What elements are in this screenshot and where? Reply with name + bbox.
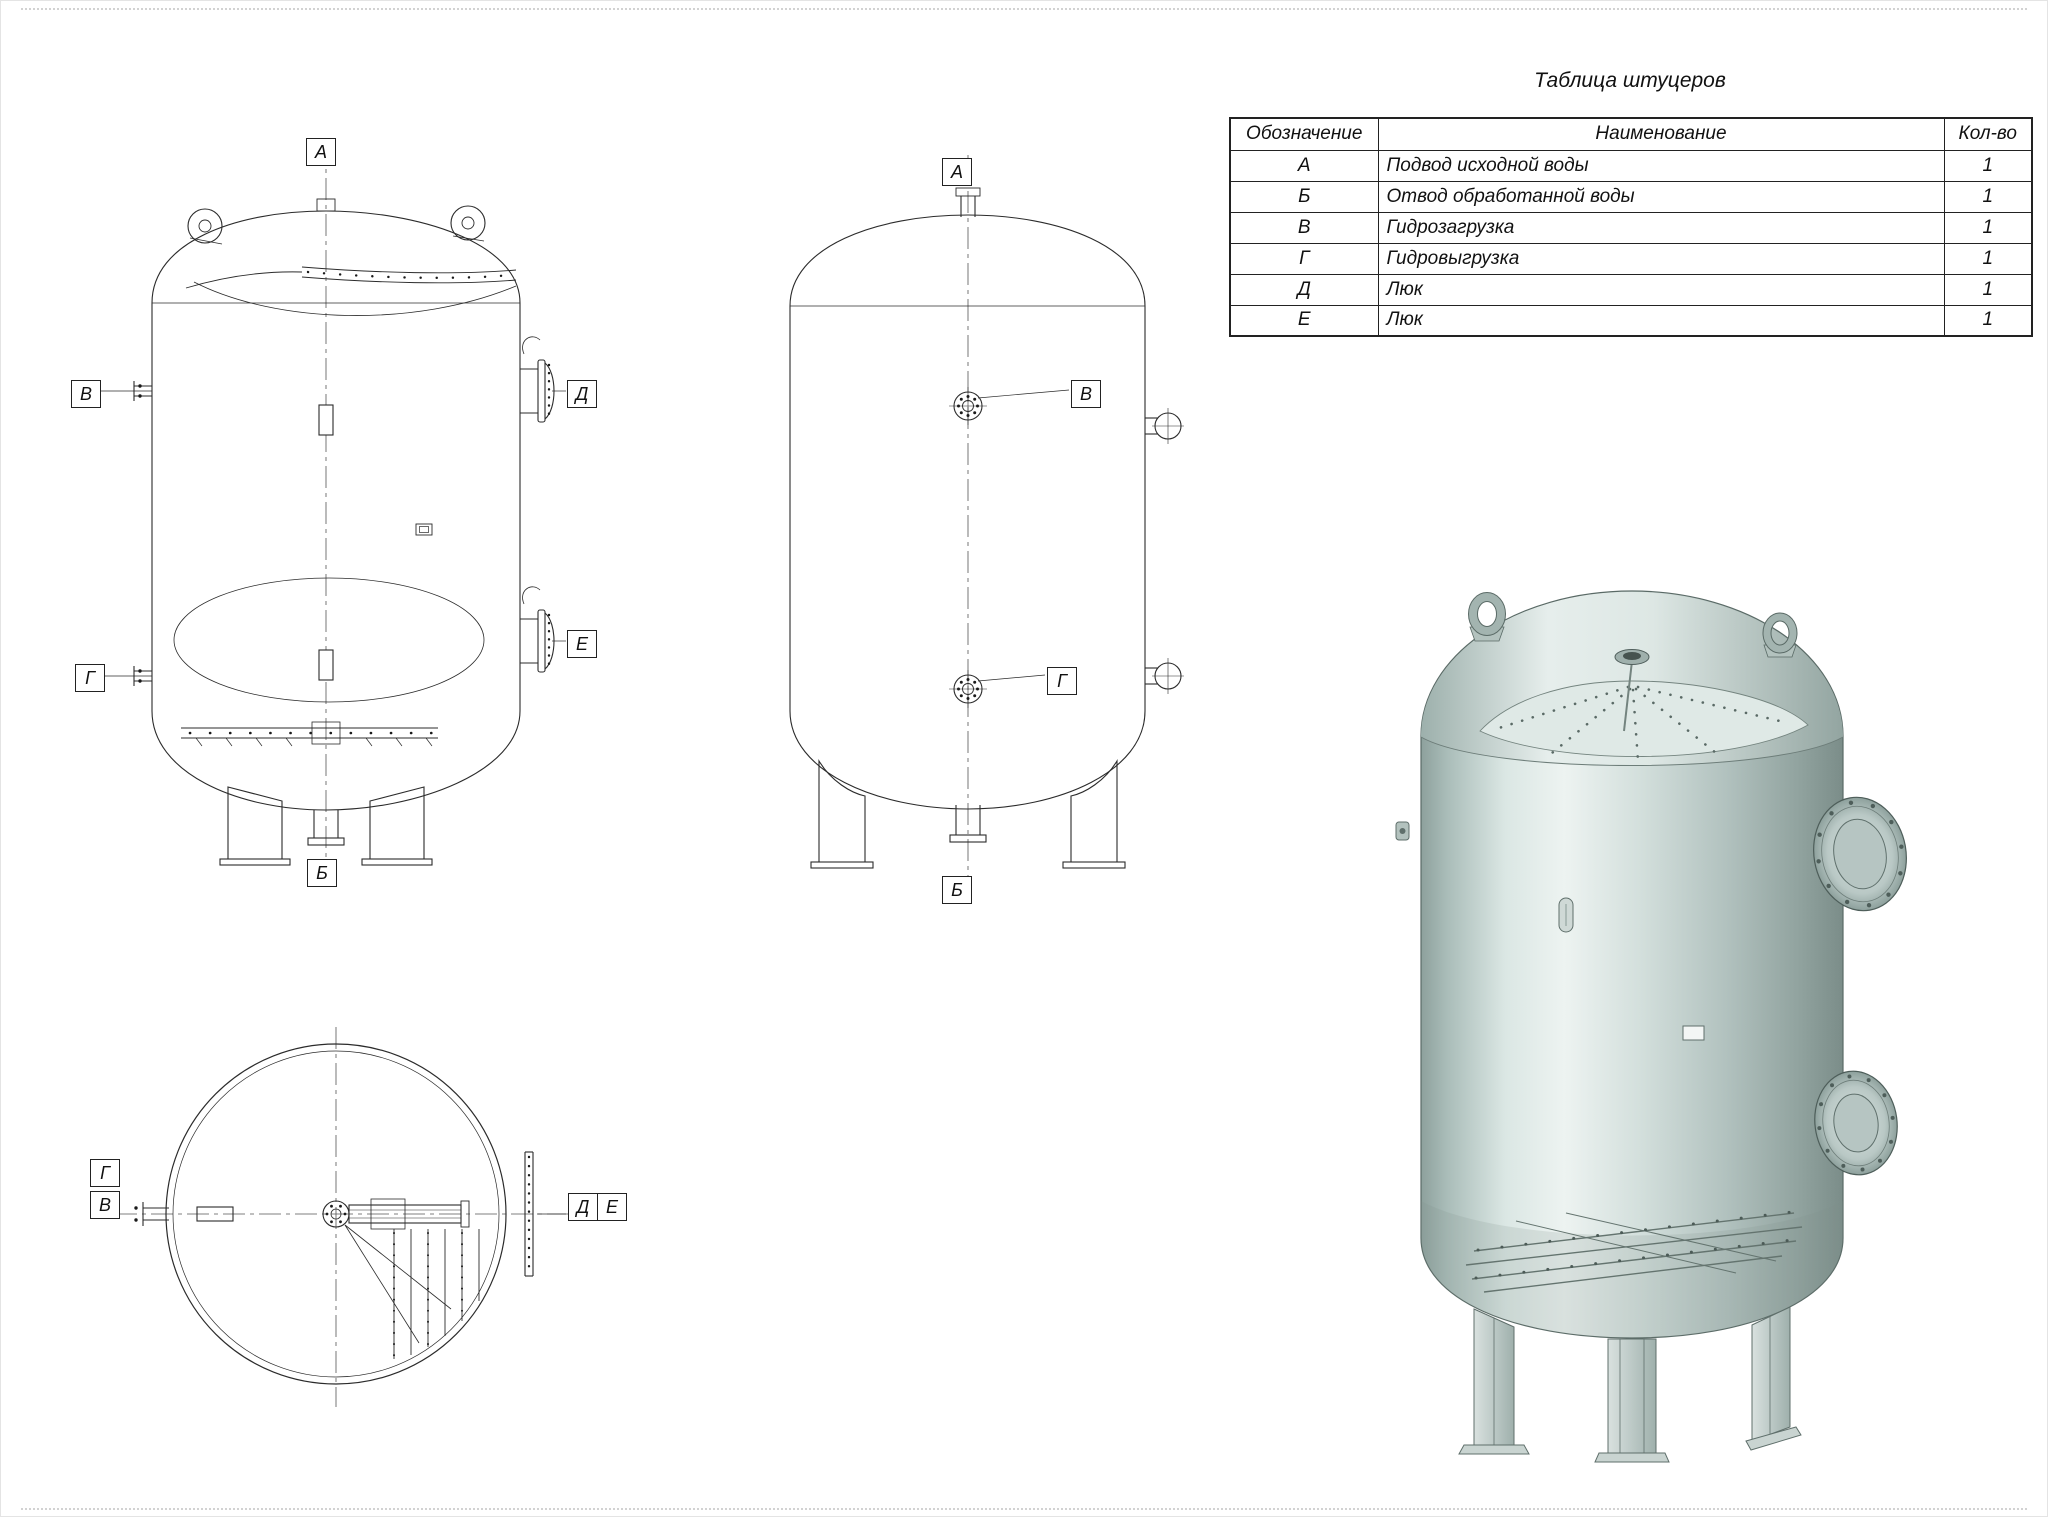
vessel-shell — [1420, 590, 1844, 1339]
table-row: Е Люк 1 — [1229, 304, 2033, 337]
cell-mark: А — [1229, 149, 1379, 182]
cell-qty: 1 — [1943, 149, 2033, 182]
sight-glass — [415, 523, 433, 536]
nozzle-table-title: Таблица штуцеров — [1534, 69, 1726, 92]
nozzle-table: Обозначение Наименование Кол-во А Подвод… — [1229, 117, 2033, 337]
table-row: Д Люк 1 — [1229, 273, 2033, 306]
lifting-lug-left — [1468, 592, 1506, 642]
bottom-laterals — [1465, 1210, 1803, 1293]
manhole-d-3d — [1813, 796, 1907, 912]
col-header-qty: Кол-во — [1943, 117, 2033, 151]
nozzle-g-face — [949, 670, 1046, 708]
support-legs — [810, 759, 1126, 869]
cell-mark: Б — [1229, 180, 1379, 213]
nozzle-v-face — [949, 387, 1070, 425]
top-view-drawing — [115, 1027, 589, 1407]
table-header-row: Обозначение Наименование Кол-во — [1229, 117, 2033, 151]
cell-name: Гидровыгрузка — [1377, 242, 1945, 275]
manhole-e — [520, 586, 566, 673]
callout-front-e: Е — [567, 630, 597, 658]
callout-front-g: Г — [75, 664, 105, 692]
lifting-lug-right — [1762, 612, 1798, 658]
cell-name: Отвод обработанной воды — [1377, 180, 1945, 213]
nozzle-v — [101, 381, 152, 401]
side-view-drawing — [789, 155, 1184, 903]
callout-top-g: Г — [90, 1159, 120, 1187]
callout-side-b: Б — [942, 876, 972, 904]
bottom-shade — [1421, 1201, 1843, 1338]
table-row: А Подвод исходной воды 1 — [1229, 149, 2033, 182]
callout-front-d: Д — [567, 380, 597, 408]
table-row: Г Гидровыгрузка 1 — [1229, 242, 2033, 275]
bottom-distributor-plate — [173, 577, 485, 703]
cell-name: Люк — [1377, 273, 1945, 306]
edge-artifact-top — [21, 8, 2027, 10]
support-legs — [219, 786, 433, 866]
col-header-designation: Обозначение — [1229, 117, 1379, 151]
nozzle-b — [949, 805, 987, 843]
cell-qty: 1 — [1943, 242, 2033, 275]
axis-coupling — [196, 1206, 234, 1222]
cell-qty: 1 — [1943, 273, 2033, 306]
nozzle-a — [955, 187, 981, 217]
nozzle-b — [307, 810, 345, 846]
shell-nameplate — [1682, 1025, 1705, 1041]
col-header-name: Наименование — [1377, 117, 1945, 151]
nozzle-g — [105, 666, 152, 686]
manhole-edge-lower — [1145, 658, 1184, 694]
table-row: Б Отвод обработанной воды 1 — [1229, 180, 2033, 213]
callout-front-a: А — [306, 138, 336, 166]
support-legs-3d — [1458, 1306, 1802, 1463]
callout-top-d: Д — [568, 1193, 598, 1221]
manhole-edge-upper — [1145, 408, 1184, 444]
riser-coupling-lower — [318, 649, 334, 681]
manhole-d — [520, 336, 566, 423]
manhole-e-3d — [1814, 1070, 1898, 1176]
callout-side-v: В — [1071, 380, 1101, 408]
cell-qty: 1 — [1943, 180, 2033, 213]
cell-name: Люк — [1377, 304, 1945, 337]
callout-side-g: Г — [1047, 667, 1077, 695]
callout-front-v: В — [71, 380, 101, 408]
vessel-3d-render — [1395, 590, 1907, 1463]
side-view-vessel — [789, 155, 1184, 903]
top-sector-plate — [1479, 660, 1809, 763]
callout-top-e: Е — [597, 1193, 627, 1221]
nozzle-table-section: Таблица штуцеров Обозначение Наименовани… — [1229, 67, 2033, 337]
top-view-vessel — [115, 1027, 589, 1407]
edge-artifact-bottom — [21, 1508, 2027, 1510]
cell-mark: Д — [1229, 273, 1379, 306]
cell-name: Гидрозагрузка — [1377, 211, 1945, 244]
cell-qty: 1 — [1943, 211, 2033, 244]
cell-mark: В — [1229, 211, 1379, 244]
manhole-flange-edge — [524, 1151, 566, 1277]
callout-side-a: А — [942, 158, 972, 186]
table-row: В Гидрозагрузка 1 — [1229, 211, 2033, 244]
callout-top-v: В — [90, 1191, 120, 1219]
front-view-drawing — [101, 142, 566, 882]
top-distributor — [185, 266, 517, 316]
lifting-lugs — [187, 205, 486, 245]
riser-coupling-upper — [318, 404, 334, 436]
side-nozzles-edge — [134, 1202, 169, 1226]
cell-mark: Г — [1229, 242, 1379, 275]
front-view-vessel — [101, 142, 566, 882]
bottom-collector — [181, 721, 438, 747]
callout-front-b: Б — [307, 859, 337, 887]
cell-qty: 1 — [1943, 304, 2033, 337]
cell-name: Подвод исходной воды — [1377, 149, 1945, 182]
internal-piping — [344, 1198, 480, 1359]
cell-mark: Е — [1229, 304, 1379, 337]
